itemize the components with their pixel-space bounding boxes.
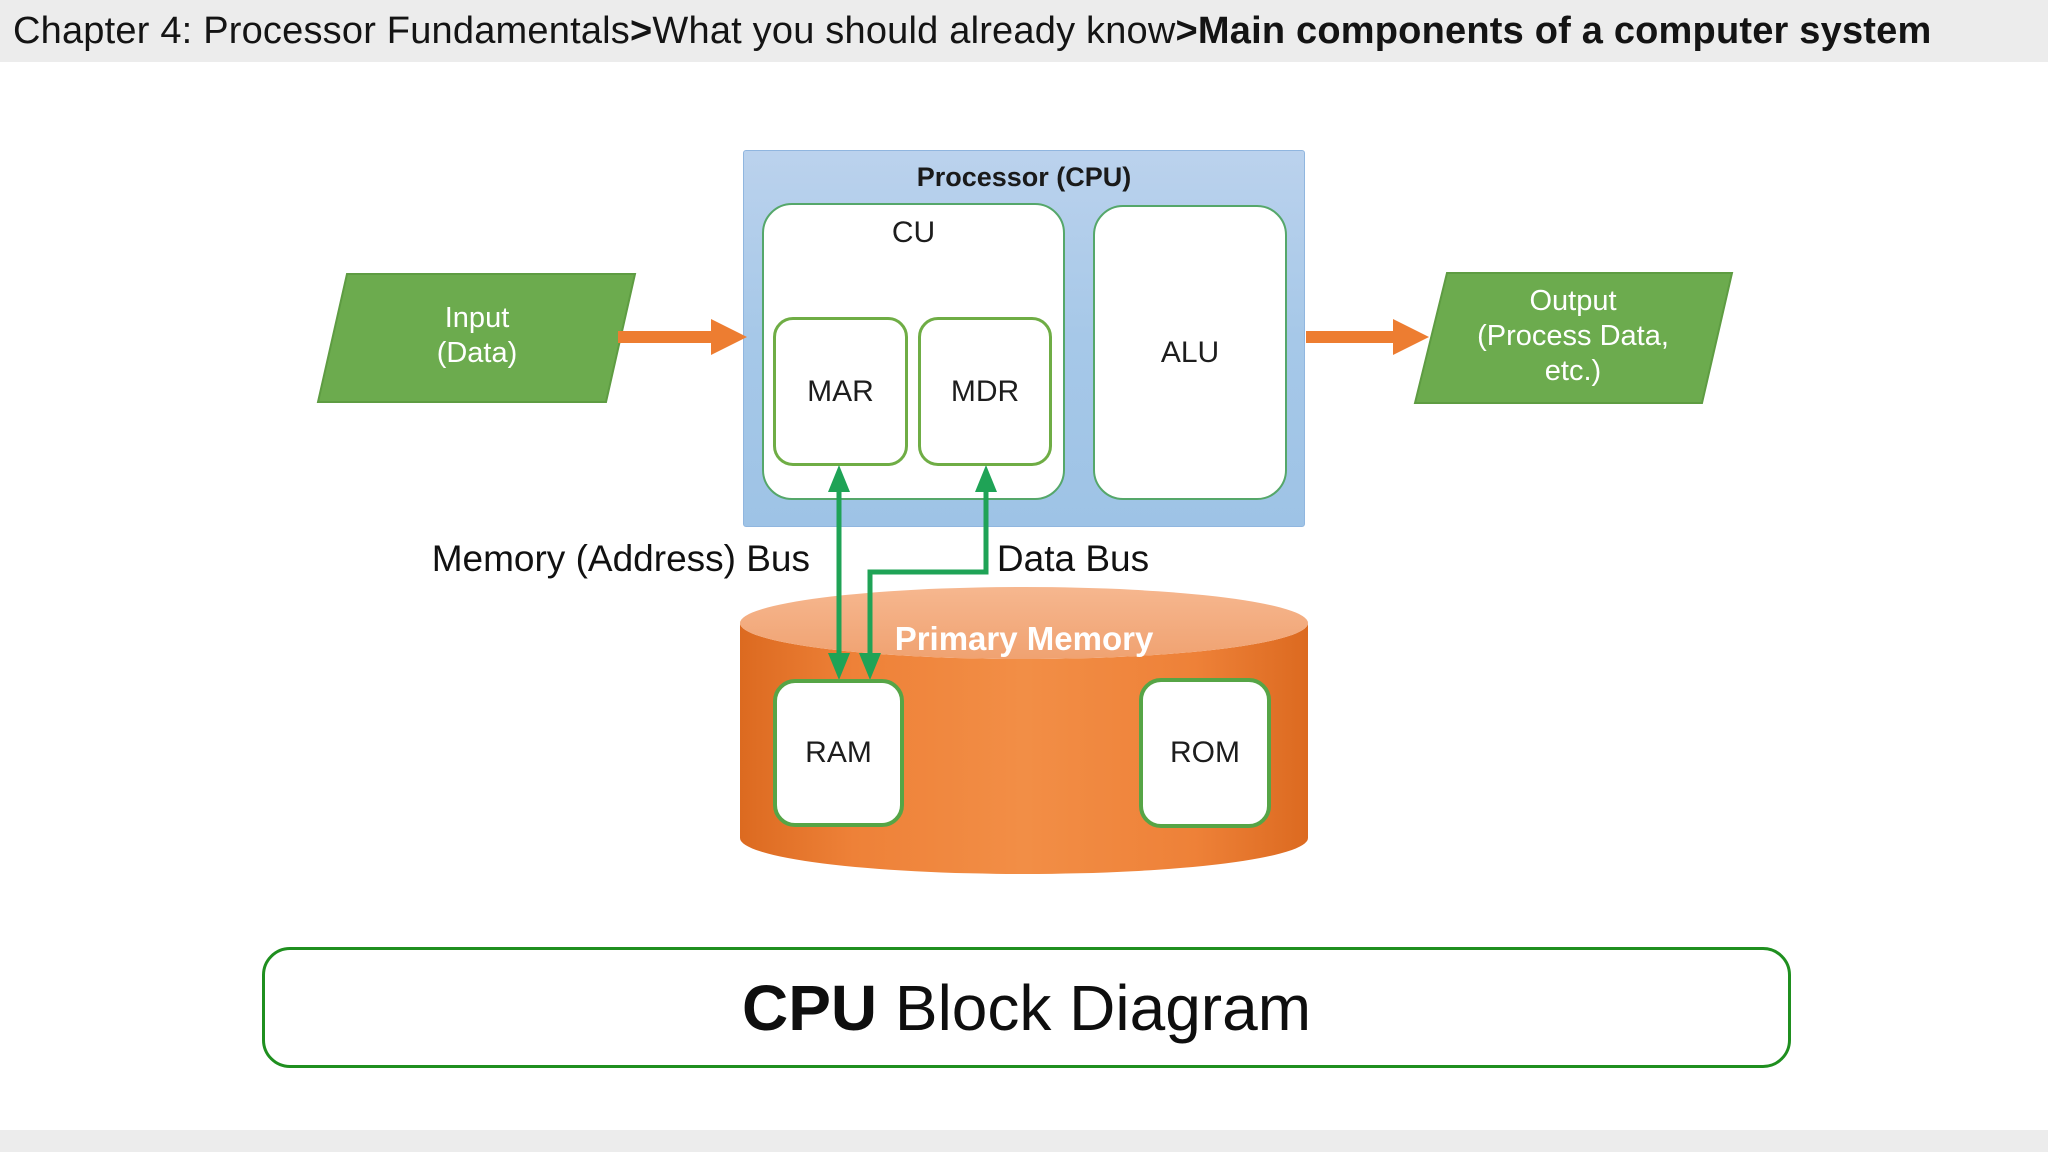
bottom-gray-bar [0,1130,2048,1152]
mar-label: MAR [807,374,874,408]
breadcrumb-separator: > [630,9,653,52]
rom-box: ROM [1139,678,1271,828]
input-label: Input (Data) [436,302,518,369]
breadcrumb: Chapter 4: Processor Fundamentals > What… [0,0,2048,62]
data-bus-label: Data Bus [996,538,1150,579]
output-label: Output (Process Data, etc.) [1477,285,1669,387]
breadcrumb-chapter: Chapter 4: Processor Fundamentals [13,9,631,52]
caption-box: CPU Block Diagram [262,947,1791,1068]
breadcrumb-subsection: >Main components of a computer system [1175,9,1932,52]
ram-box: RAM [773,679,904,827]
ram-label: RAM [805,736,872,769]
input-to-cpu-arrow [618,319,747,355]
rom-label: ROM [1170,736,1240,769]
alu-label: ALU [1160,335,1220,369]
cu-label: CU [891,216,936,249]
address-bus-label: Memory (Address) Bus [431,538,810,579]
primary-memory-title: Primary Memory [894,620,1154,657]
address-bus-arrowhead-down [828,653,850,680]
processor-cpu-title: Processor (CPU) [916,162,1132,192]
mar-box: MAR [773,317,908,466]
caption-regular-text: Block Diagram [877,971,1312,1044]
alu-box: ALU [1093,205,1287,500]
caption-bold-text: CPU [741,971,878,1044]
mdr-label: MDR [950,374,1020,408]
cpu-to-output-arrow [1306,319,1429,355]
breadcrumb-section: What you should already know [652,9,1176,52]
mdr-box: MDR [918,317,1052,466]
